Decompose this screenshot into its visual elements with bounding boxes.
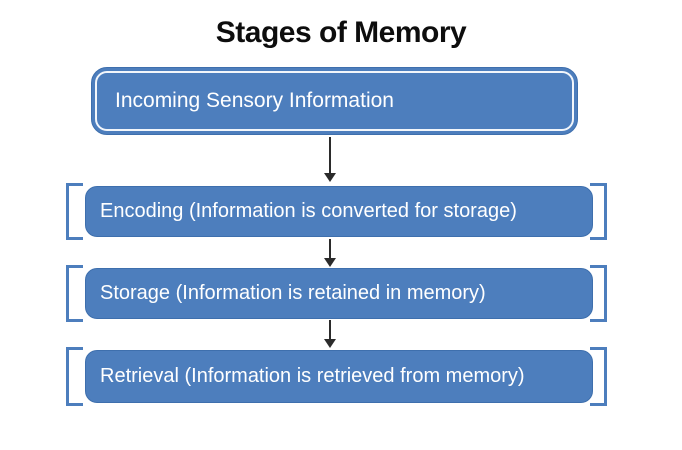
- diagram-title: Stages of Memory: [215, 16, 467, 49]
- arrow-down-icon: [324, 239, 336, 267]
- left-bracket-icon: [66, 347, 83, 406]
- stage-box-incoming-sensory: Incoming Sensory Information: [91, 67, 578, 135]
- left-bracket-icon: [66, 265, 83, 322]
- arrow-head: [324, 258, 336, 267]
- left-bracket-icon: [66, 183, 83, 240]
- arrow-down-icon: [324, 137, 336, 182]
- arrow-line: [329, 320, 331, 340]
- arrow-head: [324, 339, 336, 348]
- arrow-head: [324, 173, 336, 182]
- stage-label-storage: Storage (Information is retained in memo…: [100, 282, 486, 304]
- arrow-line: [329, 137, 331, 174]
- right-bracket-icon: [590, 183, 607, 240]
- right-bracket-icon: [590, 265, 607, 322]
- right-bracket-icon: [590, 347, 607, 406]
- arrow-line: [329, 239, 331, 259]
- stage-box-encoding: Encoding (Information is converted for s…: [85, 186, 593, 237]
- stage-box-storage: Storage (Information is retained in memo…: [85, 268, 593, 319]
- stage-label-retrieval: Retrieval (Information is retrieved from…: [100, 365, 525, 387]
- stage-label-incoming-sensory: Incoming Sensory Information: [115, 89, 394, 112]
- arrow-down-icon: [324, 320, 336, 348]
- stage-label-encoding: Encoding (Information is converted for s…: [100, 200, 517, 222]
- stage-box-retrieval: Retrieval (Information is retrieved from…: [85, 350, 593, 403]
